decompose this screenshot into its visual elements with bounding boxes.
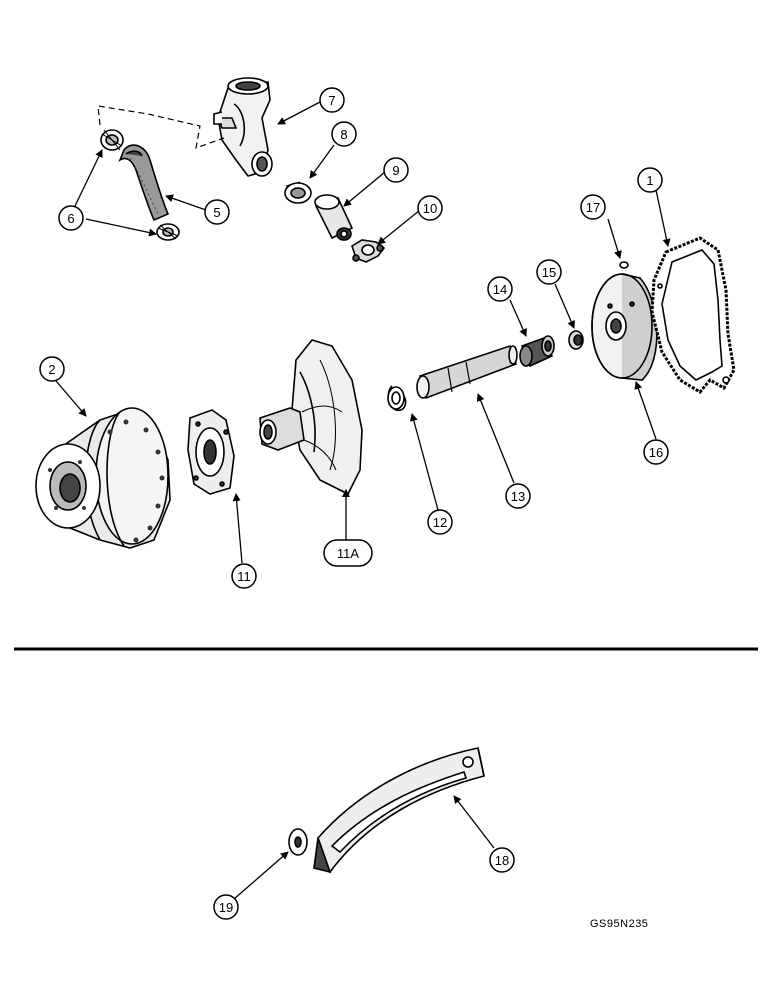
- callout-6: 6: [67, 211, 74, 226]
- pump-shaft: [416, 344, 518, 400]
- flat-washer: [288, 828, 308, 856]
- thermostat-retainer: [351, 239, 386, 263]
- callout-11: 11: [237, 569, 251, 584]
- callout-15: 15: [542, 265, 556, 280]
- callouts: 7 8 9 10 5 6 2 11 11A 12 13 14 15 17 1 1…: [39, 87, 669, 920]
- pump-cover-plate: [591, 273, 658, 381]
- hose-clamp-lower: [156, 223, 180, 241]
- leader-lines: [55, 101, 671, 900]
- hose-clamp-upper: [100, 129, 124, 151]
- callout-10: 10: [423, 201, 437, 216]
- thermostat: [314, 194, 354, 241]
- callout-1: 1: [646, 173, 653, 188]
- callout-14: 14: [493, 282, 507, 297]
- callout-19: 19: [219, 900, 233, 915]
- snap-ring: [387, 385, 407, 412]
- thermostat-housing: [213, 77, 273, 177]
- drawing-code: GS95N235: [590, 918, 649, 930]
- impeller: [519, 335, 555, 368]
- pump-flange: [187, 409, 235, 495]
- water-pump-body: [259, 339, 363, 496]
- callout-16: 16: [649, 445, 663, 460]
- pump-seal: [568, 330, 584, 350]
- callout-12: 12: [433, 515, 447, 530]
- callout-18: 18: [495, 853, 509, 868]
- callout-7: 7: [328, 93, 335, 108]
- callout-8: 8: [340, 127, 347, 142]
- bypass-hose: [118, 144, 170, 222]
- pump-gasket: [650, 236, 736, 394]
- adjusting-strap: [313, 747, 485, 874]
- fan-pulley-hub: [35, 407, 171, 549]
- callout-11a: 11A: [337, 546, 359, 561]
- dashed-link-line: [97, 105, 225, 149]
- callout-2: 2: [48, 362, 55, 377]
- dowel-pin: [619, 261, 629, 269]
- callout-13: 13: [511, 489, 525, 504]
- callout-5: 5: [213, 205, 220, 220]
- callout-9: 9: [392, 163, 399, 178]
- callout-17: 17: [586, 200, 600, 215]
- seal-ring: [284, 181, 312, 204]
